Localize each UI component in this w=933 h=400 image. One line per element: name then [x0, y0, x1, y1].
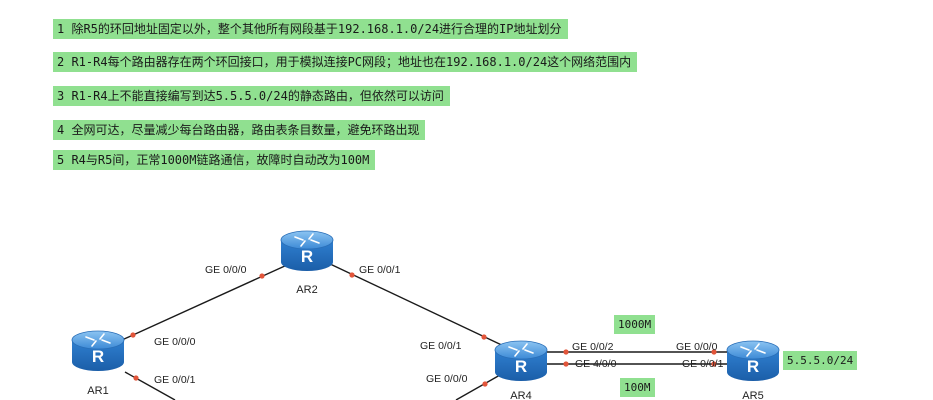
- requirement-1: 1 除R5的环回地址固定以外，整个其他所有网段基于192.168.1.0/24进…: [53, 19, 568, 39]
- port-label-ar4-link1: GE 0/0/2: [572, 341, 614, 353]
- router-icon: R: [92, 347, 104, 366]
- router-ar1[interactable]: R: [71, 330, 125, 372]
- port-dot: [259, 273, 265, 279]
- port-dot: [563, 349, 569, 355]
- ar5-loopback-network: 5.5.5.0/24: [783, 351, 858, 370]
- port-dot: [130, 332, 136, 338]
- port-label-ar1-bottom: GE 0/0/1: [154, 374, 196, 386]
- router-label-ar2: AR2: [296, 284, 317, 296]
- link-ar1-down: [124, 371, 176, 400]
- router-icon: R: [747, 357, 759, 376]
- links: [121, 262, 730, 400]
- port-dot: [133, 375, 139, 381]
- port-dot: [711, 361, 717, 367]
- router-label-ar1: AR1: [87, 385, 108, 397]
- port-dot: [563, 361, 569, 367]
- router-label-ar5: AR5: [742, 390, 763, 400]
- link-ar1-ar2: [121, 264, 288, 341]
- port-dot: [711, 349, 717, 355]
- requirement-2: 2 R1-R4每个路由器存在两个环回接口，用于模拟连接PC网段；地址也在192.…: [53, 52, 638, 72]
- port-label-ar2-right: GE 0/0/1: [359, 264, 401, 276]
- requirement-4: 4 全网可达，尽量减少每台路由器，路由表条目数量，避免环路出现: [53, 120, 426, 140]
- router-ar2[interactable]: R: [280, 230, 334, 272]
- port-dot: [349, 272, 355, 278]
- router-icon: R: [515, 357, 527, 376]
- link-speed-1000m: 1000M: [614, 315, 656, 334]
- port-label-ar5-link2: GE 0/0/1: [682, 358, 724, 370]
- link-ar4-down: [455, 374, 501, 400]
- port-label-ar5-link1: GE 0/0/0: [676, 341, 718, 353]
- requirement-3: 3 R1-R4上不能直接编写到达5.5.5.0/24的静态路由，但依然可以访问: [53, 86, 450, 106]
- port-dot: [481, 334, 487, 340]
- port-label-ar4-link2: GE 4/0/0: [575, 358, 617, 370]
- link-speed-100m: 100M: [620, 378, 655, 397]
- link-ar2-ar4: [327, 262, 509, 349]
- router-icon: R: [301, 247, 313, 266]
- port-dot: [482, 381, 488, 387]
- port-dots: [130, 272, 717, 387]
- router-label-ar4: AR4: [510, 390, 531, 400]
- port-label-ar1-top: GE 0/0/0: [154, 336, 196, 348]
- requirement-5: 5 R4与R5间，正常1000M链路通信，故障时自动改为100M: [53, 150, 376, 170]
- router-ar5[interactable]: R: [726, 340, 780, 382]
- port-label-ar4-top: GE 0/0/1: [420, 340, 462, 352]
- router-ar4[interactable]: R: [494, 340, 548, 382]
- port-label-ar2-left: GE 0/0/0: [205, 264, 247, 276]
- port-label-ar4-bottom: GE 0/0/0: [426, 373, 468, 385]
